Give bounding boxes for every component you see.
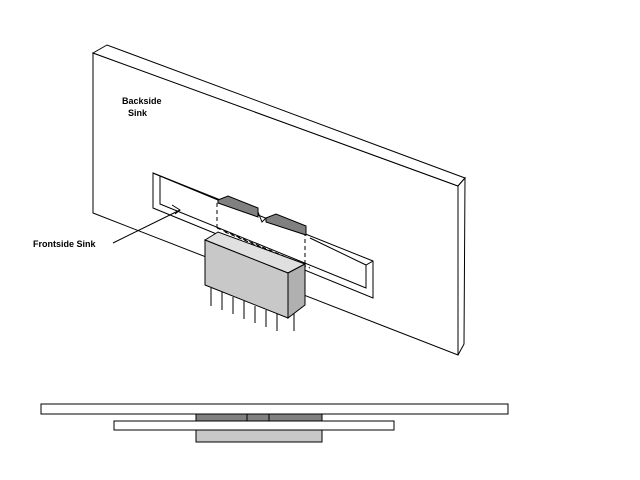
frontside-leader-line bbox=[112, 209, 181, 244]
section-backside-plate bbox=[40, 403, 509, 415]
chip-side-face bbox=[287, 263, 306, 320]
backside-label-line2: Sink bbox=[128, 108, 148, 118]
section-tabs bbox=[195, 413, 323, 422]
frontside-bar-top-right bbox=[309, 237, 374, 266]
section-chip bbox=[195, 429, 323, 443]
tab-notch bbox=[257, 211, 267, 223]
chip-pins bbox=[210, 288, 295, 331]
thermal-tab-right bbox=[265, 213, 307, 236]
frontside-bar-inner bbox=[159, 176, 367, 289]
plate-side-face bbox=[457, 176, 466, 356]
chip-block bbox=[203, 231, 307, 320]
section-frontside-bar bbox=[113, 420, 395, 431]
backside-label-line1: Backside bbox=[122, 96, 162, 106]
frontside-leader-arrow bbox=[171, 204, 181, 215]
frontside-label: Frontside Sink bbox=[33, 239, 97, 249]
thermal-tabs bbox=[217, 195, 307, 236]
cross-section-view bbox=[40, 403, 509, 443]
frontside-bar-top bbox=[152, 172, 219, 201]
